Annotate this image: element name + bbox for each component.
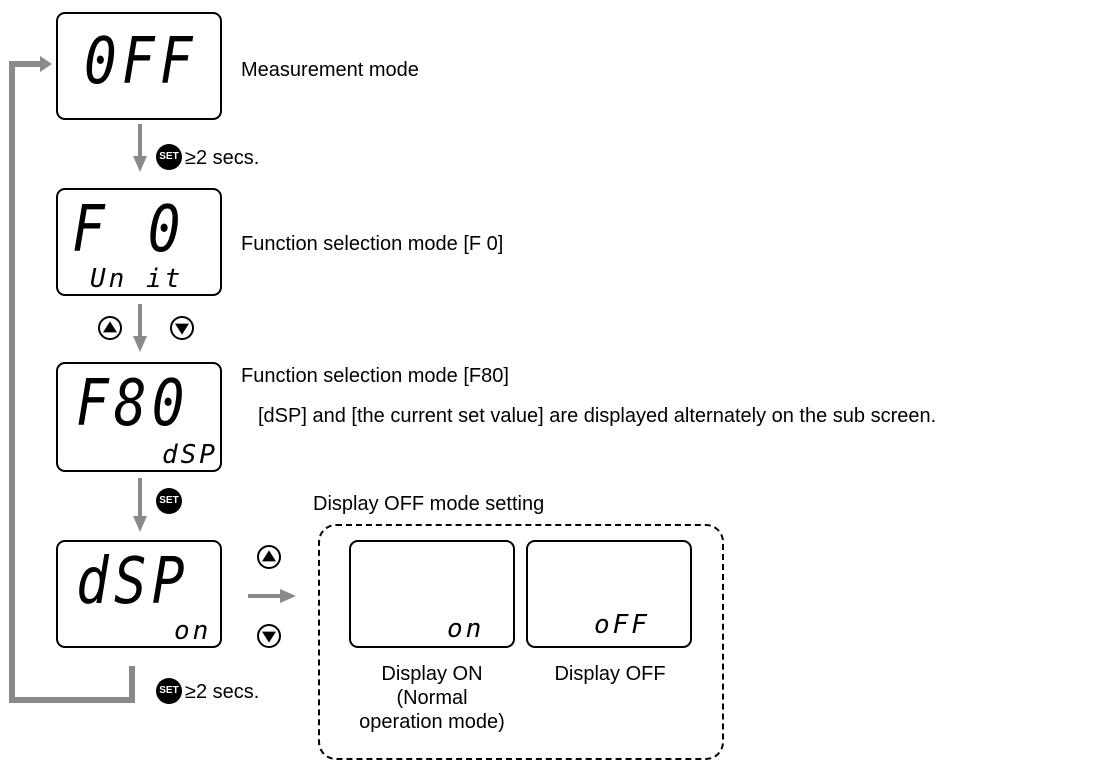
setting-panel-title: Display OFF mode setting	[313, 493, 545, 515]
setting-panel	[318, 524, 724, 760]
down-arrow-2	[133, 304, 147, 352]
lcd-main-display: 0FF	[84, 25, 198, 99]
lcd-sub-display: on	[447, 614, 485, 644]
right-arrow	[248, 589, 296, 603]
lcd-option-display-off: oFF	[526, 540, 692, 648]
set-button-icon: SET	[156, 488, 182, 514]
down-button-icon	[170, 316, 194, 340]
lcd-sub-display: on	[174, 616, 212, 646]
lcd-measurement: 0FF	[56, 12, 222, 120]
caption-line: Display OFF	[554, 663, 666, 685]
step-label-measurement: Measurement mode	[241, 59, 419, 81]
down-triangle-icon	[262, 631, 276, 643]
caption-line: operation mode)	[359, 711, 505, 733]
lcd-dsp: dSP on	[56, 540, 222, 648]
set-button-icon: SET	[156, 144, 182, 170]
up-triangle-icon	[103, 321, 117, 333]
down-arrow-3	[133, 478, 147, 532]
caption-line: (Normal	[396, 687, 468, 709]
hold-duration-label: ≥2 secs.	[185, 147, 260, 169]
lcd-main-display: F80	[76, 367, 190, 441]
return-loop-line	[9, 61, 135, 703]
return-loop-arrowhead	[40, 56, 52, 72]
lcd-option-display-on: on	[349, 540, 515, 648]
down-triangle-icon	[175, 323, 189, 335]
lcd-function-f0: F 0 Un it	[56, 188, 222, 296]
option-caption-display-off: Display OFF	[520, 662, 700, 686]
lcd-sub-display: oFF	[594, 610, 650, 640]
lcd-sub-display: Un it	[90, 264, 184, 294]
lcd-main-display: dSP	[76, 545, 190, 619]
up-button-icon	[98, 316, 122, 340]
lcd-function-f80: F80 dSP	[56, 362, 222, 472]
lcd-sub-display: dSP	[162, 440, 218, 470]
down-arrow-1	[133, 124, 147, 172]
down-button-icon	[257, 624, 281, 648]
set-button-icon: SET	[156, 678, 182, 704]
step-label-f0: Function selection mode [F 0]	[241, 233, 504, 255]
up-triangle-icon	[262, 550, 276, 562]
lcd-main-display: F 0	[72, 193, 186, 267]
step-note-f80: [dSP] and [the current set value] are di…	[258, 405, 937, 427]
step-label-f80: Function selection mode [F80]	[241, 365, 509, 387]
up-button-icon	[257, 545, 281, 569]
caption-line: Display ON	[381, 663, 483, 685]
hold-duration-label: ≥2 secs.	[185, 681, 260, 703]
option-caption-display-on: Display ON (Normal operation mode)	[340, 662, 524, 734]
